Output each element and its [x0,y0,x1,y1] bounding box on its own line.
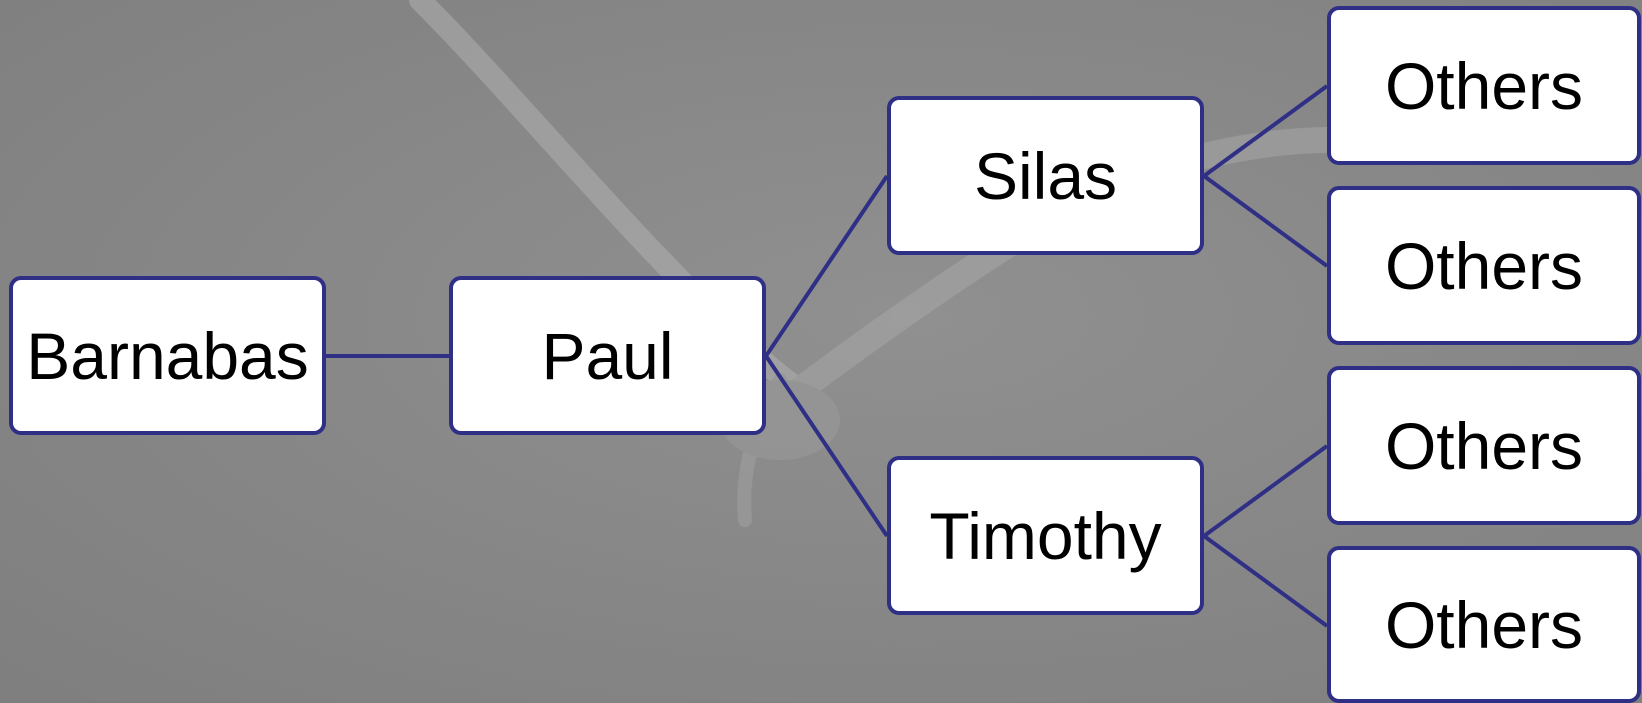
node-paul: Paul [449,276,766,435]
connector-timothy-others-4 [1202,534,1329,628]
connector-silas-others-1 [1202,84,1329,178]
node-silas: Silas [887,96,1204,255]
node-others-2: Others [1327,186,1641,345]
node-label: Others [1384,587,1584,662]
node-timothy: Timothy [887,456,1204,615]
node-barnabas: Barnabas [9,276,326,435]
connector-paul-timothy [764,354,889,538]
connector-paul-silas [764,174,889,358]
node-label: Silas [973,138,1118,213]
node-others-1: Others [1327,6,1641,165]
node-label: Others [1384,228,1584,303]
node-others-3: Others [1327,366,1641,525]
connector-timothy-others-3 [1202,444,1329,538]
node-label: Others [1384,48,1584,123]
node-label: Paul [541,318,674,393]
node-label: Others [1384,408,1584,483]
node-label: Barnabas [26,318,309,393]
node-label: Timothy [929,498,1162,573]
node-others-4: Others [1327,546,1641,703]
connector-silas-others-2 [1202,174,1329,268]
